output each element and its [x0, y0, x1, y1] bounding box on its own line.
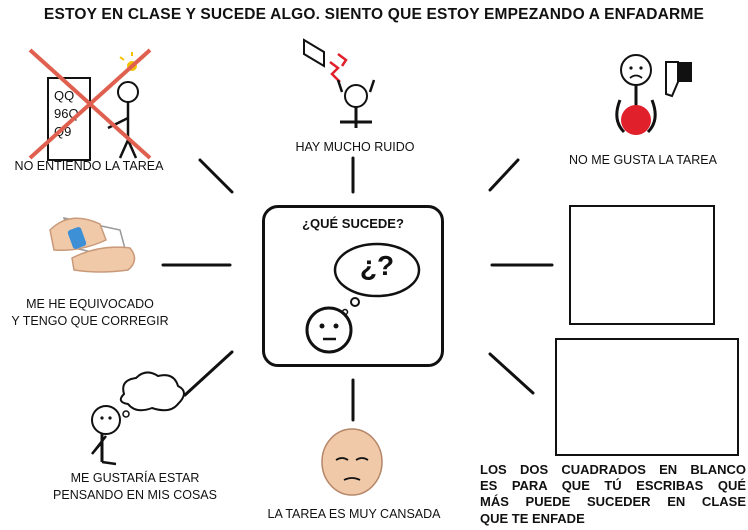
label-pensando-2: PENSANDO EN MIS COSAS: [53, 488, 217, 502]
label-pensando-1: ME GUSTARÍA ESTAR: [70, 471, 200, 485]
center-question-box: ¿QUÉ SUCEDE? ¿?: [262, 205, 444, 367]
note-line-1: LOS DOS CUADRADOS EN BLANCO: [480, 462, 746, 477]
label-cansada: LA TAREA ES MUY CANSADA: [267, 507, 441, 521]
item-cansada: LA TAREA ES MUY CANSADA: [264, 424, 444, 524]
center-title: ¿QUÉ SUCEDE?: [302, 216, 404, 231]
note-line-3: MÁS PUEDE SUCEDER EN CLASE: [480, 494, 746, 510]
thought-cloud-person-icon: [91, 371, 185, 466]
item-pensando: ME GUSTARÍA ESTAR PENSANDO EN MIS COSAS: [40, 366, 230, 506]
label-no-gusta: NO ME GUSTA LA TAREA: [569, 153, 717, 167]
blank-box-2: [555, 338, 739, 456]
eraser-icon: [49, 216, 136, 273]
svg-text:Q9: Q9: [54, 124, 71, 139]
label-equivocado-1: ME HE EQUIVOCADO: [26, 297, 154, 311]
worksheet-icon: QQ 96Q Q9: [28, 48, 152, 161]
item-no-gusta: NO ME GUSTA LA TAREA: [560, 40, 740, 170]
tired-face-icon: [321, 428, 383, 496]
page-title: ESTOY EN CLASE Y SUCEDE ALGO. SIENTO QUE…: [43, 6, 705, 23]
label-no-entiendo: NO ENTIENDO LA TAREA: [14, 159, 164, 173]
megaphone-icon: [303, 38, 376, 128]
svg-text:QQ: QQ: [54, 88, 74, 103]
instruction-note: LOS DOS CUADRADOS EN BLANCO ES PARA QUE …: [480, 462, 746, 527]
item-no-entiendo: QQ 96Q Q9 NO ENTIENDO LA TAREA: [0, 40, 180, 180]
blank-box-1: [569, 205, 715, 325]
note-line-4: QUE TE ENFADE: [480, 510, 585, 526]
thumbs-down-icon: [615, 54, 692, 135]
item-equivocado: ME HE EQUIVOCADO Y TENGO QUE CORREGIR: [10, 200, 190, 340]
note-line-2: ES PARA QUE TÚ ESCRIBAS QUÉ: [480, 478, 746, 494]
label-equivocado-2: Y TENGO QUE CORREGIR: [11, 314, 169, 328]
thought-bubble-icon: [305, 242, 421, 354]
center-thought-text: ¿?: [359, 250, 395, 281]
label-ruido: HAY MUCHO RUIDO: [295, 140, 415, 154]
item-ruido: HAY MUCHO RUIDO: [280, 32, 430, 160]
